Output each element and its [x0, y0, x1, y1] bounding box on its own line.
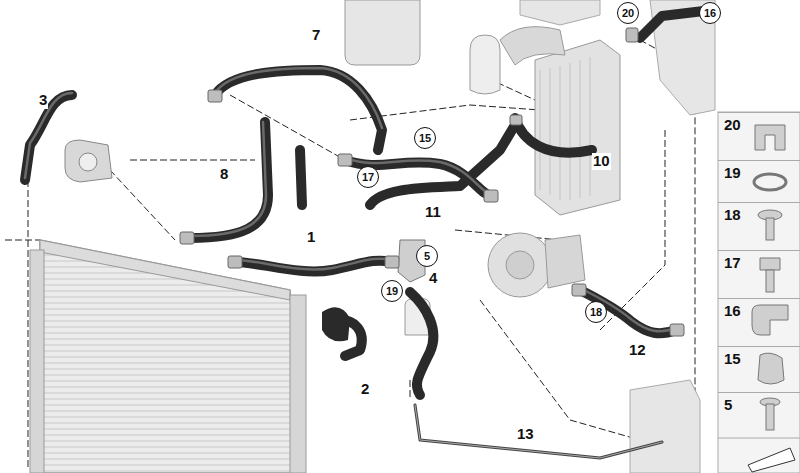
part-number: 7 [311, 27, 321, 44]
callout-number: 18 [590, 307, 602, 318]
part-number: 12 [628, 342, 647, 359]
callout-circle: 18 [585, 301, 607, 323]
callout-number: 15 [724, 350, 741, 367]
callout-circle: 16 [699, 2, 721, 24]
legend-cell: 18 [718, 202, 800, 250]
part-number: 11 [424, 204, 442, 221]
callout-number: 20 [724, 116, 741, 133]
legend-cell: 17 [718, 250, 800, 298]
callout-number: 19 [386, 286, 398, 297]
part-number: 2 [360, 381, 370, 398]
callout-number: 20 [622, 8, 634, 19]
callout-number: 15 [419, 133, 431, 144]
callout-number: 18 [724, 206, 741, 223]
legend-cell: 20 [718, 112, 800, 160]
callout-circle: 17 [357, 166, 379, 188]
part-number: 3 [38, 92, 48, 109]
callout-number: 16 [704, 8, 716, 19]
callout-number: 16 [724, 302, 741, 319]
callout-circle: 19 [381, 280, 403, 302]
callout-number: 5 [424, 251, 430, 262]
callout-number: 17 [724, 254, 741, 271]
callout-number: 5 [724, 396, 732, 413]
callout-circle: 5 [416, 245, 438, 267]
part-number: 1 [306, 229, 316, 246]
legend-cell: 5 [718, 392, 800, 438]
callout-circle: 20 [617, 2, 639, 24]
legend-cell: 19 [718, 160, 800, 202]
callout-circle: 15 [414, 127, 436, 149]
part-number: 4 [428, 270, 438, 287]
part-number: 8 [219, 166, 229, 183]
legend-cell: 16 [718, 298, 800, 346]
callout-number: 17 [362, 172, 374, 183]
callout-number: 19 [724, 164, 741, 181]
legend-cell: 15 [718, 346, 800, 392]
part-number: 10 [592, 153, 611, 170]
part-number: 13 [516, 426, 535, 443]
